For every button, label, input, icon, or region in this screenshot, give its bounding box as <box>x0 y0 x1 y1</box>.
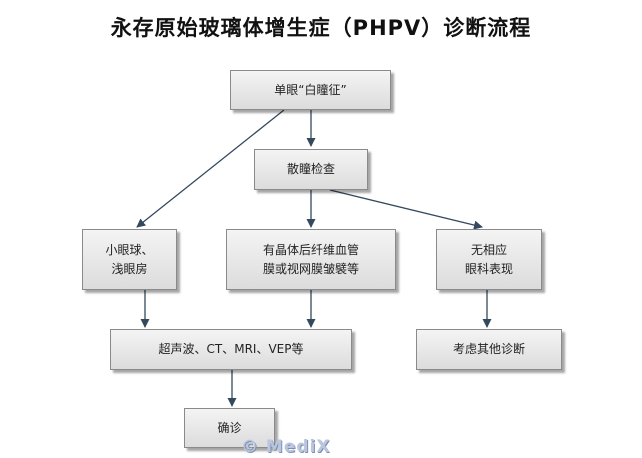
page-title: 永存原始玻璃体增生症（PHPV）诊断流程 <box>110 16 532 40</box>
node-imaging-tests: 超声波、CT、MRI、VEP等 <box>110 329 352 370</box>
node-no-findings: 无相应 眼科表现 <box>436 229 542 290</box>
node-other-diagnosis: 考虑其他诊断 <box>416 329 562 370</box>
node-dilated-exam: 散瞳检查 <box>254 149 368 190</box>
edge-dilate-none <box>329 189 483 230</box>
node-microphthalmia: 小眼球、 浅眼房 <box>82 229 177 290</box>
node-confirmed: 确诊 <box>184 408 275 448</box>
edge-monocular-micro <box>136 109 285 228</box>
watermark: © MediX <box>241 437 331 457</box>
node-posterior-membrane: 有晶体后纤维血管 膜或视网膜皱襞等 <box>226 229 396 290</box>
node-monocular-leukocoria: 单眼“白瞳征” <box>230 70 391 110</box>
